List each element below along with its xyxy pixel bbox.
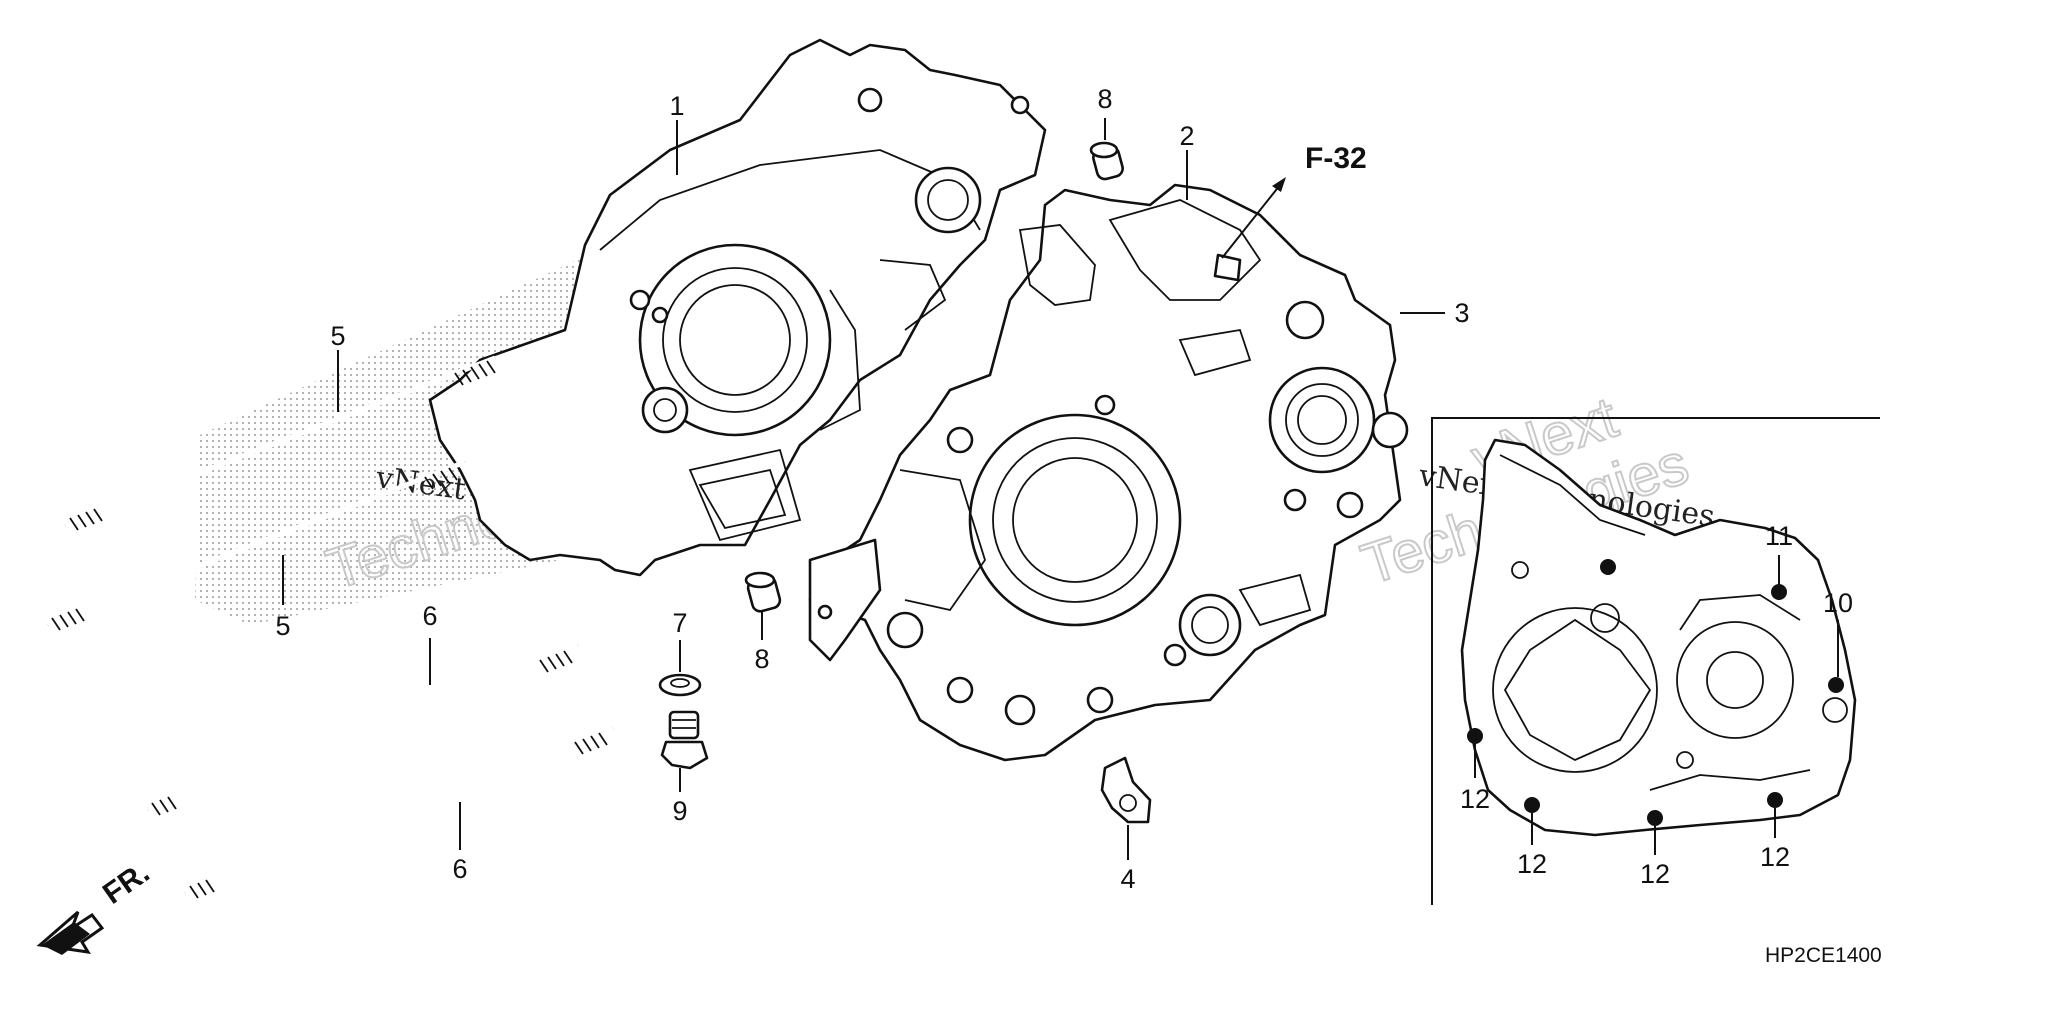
callout-11: 11 xyxy=(1765,521,1793,551)
leader-lines xyxy=(282,118,1445,860)
reference-f32: F-32 xyxy=(1305,142,1367,175)
gasket-hole xyxy=(817,604,833,620)
callout-8-lower: 8 xyxy=(754,644,769,674)
callout-12-a: 12 xyxy=(1460,784,1490,814)
left-crankcase xyxy=(428,38,1047,577)
callout-7: 7 xyxy=(672,608,687,638)
callout-8-upper: 8 xyxy=(1097,84,1112,114)
gasket-inset xyxy=(1431,417,1880,905)
gasket-piece xyxy=(808,538,882,662)
drain-bolt xyxy=(660,710,709,770)
dowel-pin-lower xyxy=(744,571,782,613)
gasket-bolt-hole xyxy=(1647,810,1663,826)
gasket-bolt-hole xyxy=(1467,728,1483,744)
gasket-bolt-hole xyxy=(1600,559,1616,575)
gasket-bolt-hole xyxy=(1767,792,1783,808)
right-crankcase xyxy=(808,183,1409,762)
callout-12-c: 12 xyxy=(1640,859,1670,889)
stud-bolts xyxy=(47,355,614,899)
oil-fitting xyxy=(1213,253,1242,282)
callout-5-upper: 5 xyxy=(330,321,345,351)
front-direction-indicator: FR. xyxy=(36,856,156,955)
callout-5-lower: 5 xyxy=(275,611,290,641)
callout-9: 9 xyxy=(672,796,687,826)
callout-12-d: 12 xyxy=(1760,842,1790,872)
callout-labels: 1 2 3 4 5 5 6 6 7 8 8 9 10 11 12 12 12 1… xyxy=(275,84,1853,894)
dowel-pin-upper xyxy=(1089,141,1124,181)
callout-2: 2 xyxy=(1179,121,1194,151)
wire-clamp xyxy=(1100,756,1152,824)
callout-12-b: 12 xyxy=(1517,849,1547,879)
callout-6-upper: 6 xyxy=(422,601,437,631)
callout-6-lower: 6 xyxy=(452,854,467,884)
front-label: FR. xyxy=(97,856,156,911)
sealing-washer xyxy=(658,673,702,697)
gasket-bolt-hole xyxy=(1524,797,1540,813)
callout-10: 10 xyxy=(1823,588,1853,618)
callout-4: 4 xyxy=(1120,864,1135,894)
gasket-bolt-hole xyxy=(1828,677,1844,693)
callout-1: 1 xyxy=(669,91,684,121)
diagram-code: HP2CE1400 xyxy=(1765,944,1882,967)
callout-3: 3 xyxy=(1454,298,1469,328)
gasket-bolt-hole xyxy=(1771,584,1787,600)
